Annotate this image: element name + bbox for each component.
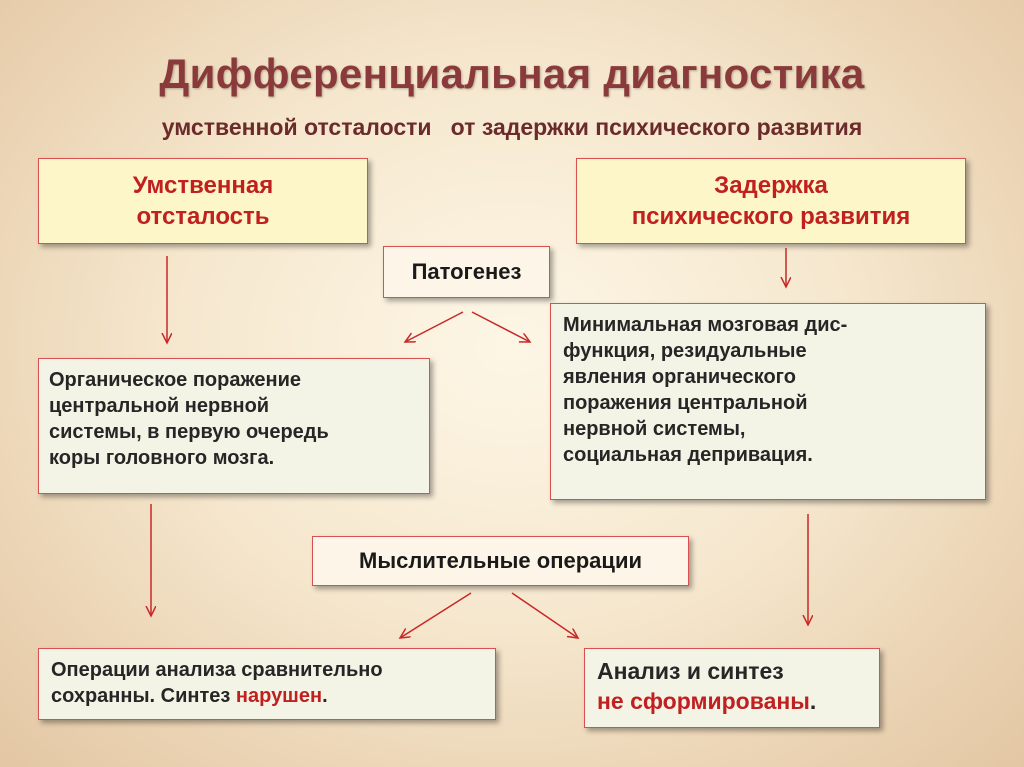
- pathogenesis-label-box: Патогенез: [383, 246, 550, 298]
- right-pathogenesis-line: нервной системы,: [563, 418, 746, 440]
- mental-retardation-header-box: Умственная отсталость: [38, 158, 368, 244]
- mental-retardation-header-line2: отсталость: [136, 203, 270, 230]
- left-thinking-box: Операции анализа сравнительно сохранны. …: [38, 648, 496, 720]
- arrow-pathogenesis-right: [471, 311, 530, 342]
- thinking-operations-label-box: Мыслительные операции: [312, 536, 689, 586]
- arrow-thinking-right: [511, 592, 578, 638]
- thinking-operations-label: Мыслительные операции: [359, 547, 642, 573]
- right-thinking-line2-end: .: [809, 687, 817, 714]
- right-thinking-line2: не сформированы.: [597, 687, 867, 717]
- right-pathogenesis-box: Минимальная мозговая дис- функция, резид…: [550, 303, 986, 500]
- right-pathogenesis-line: Минимальная мозговая дис-: [563, 314, 848, 336]
- left-thinking-line2-start: сохранны. Синтез: [51, 685, 236, 707]
- left-pathogenesis-line: системы, в первую очередь: [49, 421, 329, 443]
- left-thinking-line1: Операции анализа сравнительно: [51, 659, 383, 681]
- arrow-pathogenesis-left: [405, 311, 464, 342]
- developmental-delay-header-line1: Задержка: [714, 171, 828, 199]
- right-thinking-box: Анализ и синтез не сформированы.: [584, 648, 880, 728]
- slide-title: Дифференциальная диагностика: [159, 50, 865, 97]
- left-pathogenesis-line: центральной нервной: [49, 395, 270, 417]
- developmental-delay-header-line2: психического развития: [631, 203, 911, 230]
- left-pathogenesis-box: Органическое поражение центральной нервн…: [38, 358, 430, 494]
- right-pathogenesis-line: явления органического: [563, 366, 796, 388]
- mental-retardation-header-line1: Умственная: [132, 171, 274, 199]
- developmental-delay-header-box: Задержка психического развития: [576, 158, 966, 244]
- arrow-thinking-left: [400, 592, 472, 638]
- synthesis-impaired-highlight: нарушен: [235, 685, 323, 707]
- left-pathogenesis-line: Органическое поражение: [49, 369, 302, 391]
- not-formed-highlight: не сформированы: [597, 687, 810, 714]
- slide-subtitle: умственной отсталости от задержки психич…: [161, 114, 863, 140]
- left-thinking-line2: сохранны. Синтез нарушен.: [51, 683, 483, 709]
- left-pathogenesis-line: коры головного мозга.: [49, 447, 275, 469]
- right-pathogenesis-line: поражения центральной: [563, 392, 808, 414]
- right-pathogenesis-line: социальная депривация.: [563, 444, 813, 466]
- left-thinking-line2-end: .: [322, 685, 328, 707]
- right-thinking-line1: Анализ и синтез: [597, 658, 784, 684]
- pathogenesis-label: Патогенез: [411, 258, 522, 284]
- right-pathogenesis-line: функция, резидуальные: [563, 340, 807, 362]
